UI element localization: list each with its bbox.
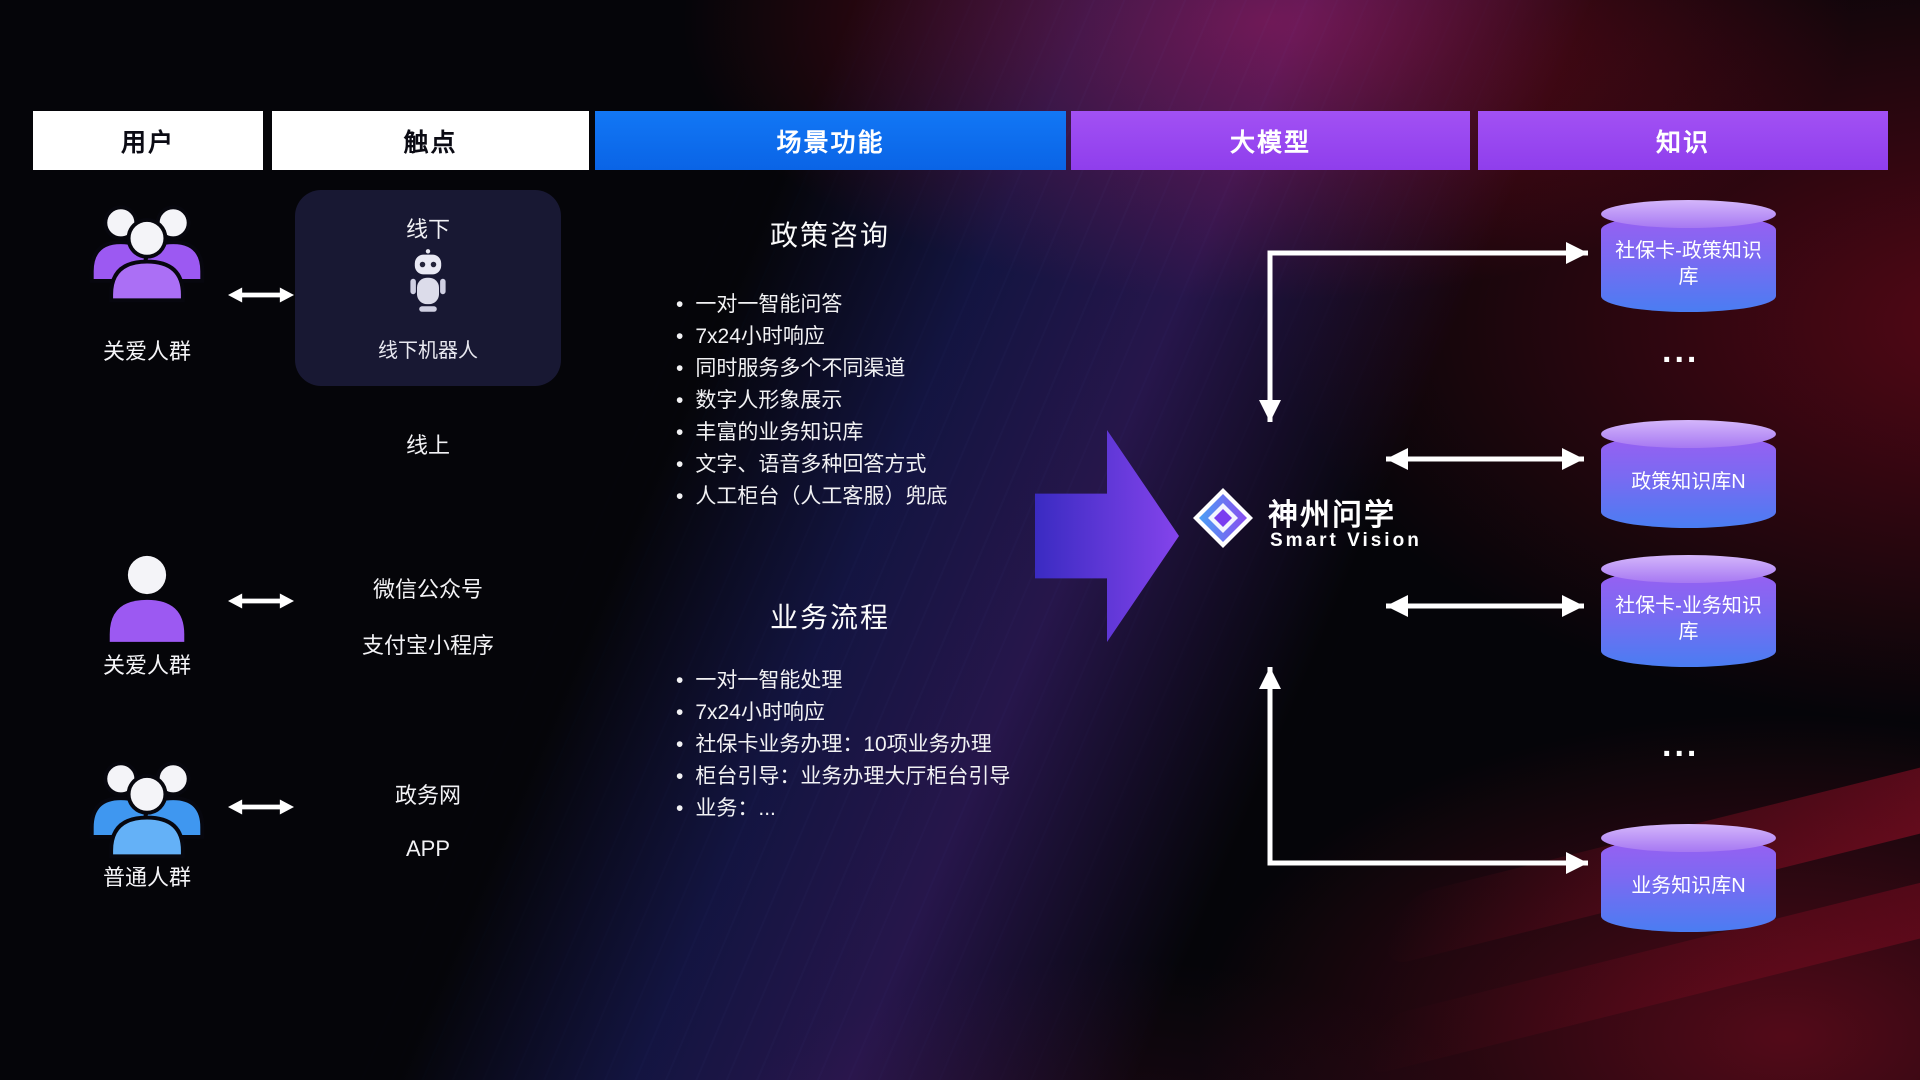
lane-title-model: 大模型 — [1071, 111, 1470, 170]
kb-label: 政策知识库N — [1631, 471, 1746, 493]
feature-item: 7x24小时响应 — [676, 697, 1010, 729]
feature-item: 数字人形象展示 — [676, 385, 947, 417]
policy-feature-list: 一对一智能问答 7x24小时响应 同时服务多个不同渠道 数字人形象展示 丰富的业… — [676, 289, 947, 513]
feature-item: 文字、语音多种回答方式 — [676, 449, 947, 481]
database-icon-shebao-policy-kb: 社保卡-政策知识库 — [1601, 200, 1776, 312]
user-group-label: 关爱人群 — [102, 339, 191, 364]
scenario-title-business: 业务流程 — [769, 602, 890, 633]
cylinder-top — [1601, 555, 1776, 583]
user-group-label: 普通人群 — [102, 865, 191, 890]
flow-arrow-icon — [1035, 430, 1179, 642]
feature-item: 同时服务多个不同渠道 — [676, 353, 947, 385]
diamond-logo-icon — [1192, 487, 1254, 549]
users-group-blue-icon — [84, 748, 210, 860]
channel-wechat: 微信公众号 — [372, 577, 483, 602]
cylinder-top — [1601, 824, 1776, 852]
database-icon-policy-kb-n: 政策知识库N — [1601, 420, 1776, 528]
kb-label: 业务知识库N — [1631, 875, 1746, 897]
database-icon-shebao-business-kb: 社保卡-业务知识库 — [1601, 555, 1776, 667]
database-icon-business-kb-n: 业务知识库N — [1601, 824, 1776, 932]
cylinder-body — [1601, 569, 1776, 667]
feature-item: 丰富的业务知识库 — [676, 417, 947, 449]
feature-item: 业务：... — [676, 793, 1010, 825]
cylinder-body — [1601, 838, 1776, 932]
cylinder-top — [1601, 420, 1776, 448]
cylinder-body — [1601, 214, 1776, 312]
channel-alipay: 支付宝小程序 — [361, 633, 494, 658]
offline-touchpoint-card: 线下 线下机器人 — [295, 190, 561, 386]
connector-arrows — [1180, 230, 1610, 895]
lane-title-knowledge: 知识 — [1478, 111, 1888, 170]
robot-icon — [408, 248, 448, 319]
feature-item: 一对一智能处理 — [676, 665, 1010, 697]
users-group-purple-icon — [84, 192, 210, 304]
cylinder-top — [1601, 200, 1776, 228]
lane-title-users: 用户 — [33, 111, 263, 170]
feature-item: 人工柜台（人工客服）兜底 — [676, 481, 947, 513]
model-name: 神州问学 — [1268, 499, 1396, 532]
user-group-label: 关爱人群 — [102, 653, 191, 678]
offline-label: 线下 — [405, 217, 450, 242]
user-purple-icon — [104, 550, 190, 642]
business-feature-list: 一对一智能处理 7x24小时响应 社保卡业务办理：10项业务办理 柜台引导：业务… — [676, 665, 1010, 825]
ellipsis-more: ... — [1662, 726, 1700, 764]
online-label: 线上 — [405, 433, 450, 458]
model-subtitle: Smart Vision — [1270, 530, 1422, 551]
channel-app: APP — [405, 836, 451, 861]
channel-gov-web: 政务网 — [394, 783, 461, 808]
cylinder-body — [1601, 434, 1776, 528]
kb-label: 社保卡-业务知识库 — [1615, 595, 1762, 643]
feature-item: 7x24小时响应 — [676, 321, 947, 353]
offline-robot-label: 线下机器人 — [378, 340, 478, 362]
ellipsis-more: ... — [1662, 332, 1700, 370]
feature-item: 社保卡业务办理：10项业务办理 — [676, 729, 1010, 761]
scenario-title-policy: 政策咨询 — [769, 220, 890, 251]
feature-item: 柜台引导：业务办理大厅柜台引导 — [676, 761, 1010, 793]
double-arrow-icon — [228, 794, 294, 820]
feature-item: 一对一智能问答 — [676, 289, 947, 321]
kb-label: 社保卡-政策知识库 — [1615, 240, 1762, 288]
lane-title-scenarios: 场景功能 — [595, 111, 1066, 170]
lane-title-touchpoints: 触点 — [272, 111, 589, 170]
double-arrow-icon — [228, 282, 294, 308]
double-arrow-icon — [228, 588, 294, 614]
